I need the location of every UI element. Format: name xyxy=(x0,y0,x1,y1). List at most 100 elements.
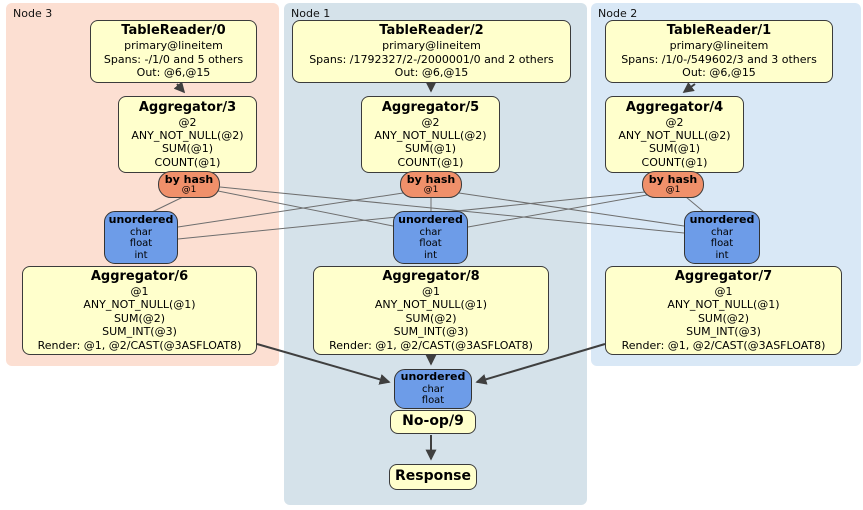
sync-unordered-output: unordered char float xyxy=(394,369,472,409)
sync-label: unordered xyxy=(398,212,463,226)
sync-type: char xyxy=(421,383,445,395)
processor-line: primary@lineitem xyxy=(124,39,223,53)
region-node1-label: Node 1 xyxy=(291,7,331,20)
processor-line: primary@lineitem xyxy=(382,39,481,53)
sync-type: int xyxy=(423,249,438,261)
processor-line: ANY_NOT_NULL(@2) xyxy=(374,129,487,143)
processor-line: ANY_NOT_NULL(@1) xyxy=(83,298,196,312)
region-node3-label: Node 3 xyxy=(13,7,53,20)
sync-unordered-node3: unordered char float int xyxy=(104,211,178,264)
processor-line: @1 xyxy=(422,284,440,298)
processor-line: Out: @6,@15 xyxy=(682,66,756,80)
processor-title: Aggregator/4 xyxy=(625,99,724,115)
processor-aggregator-5: Aggregator/5 @2 ANY_NOT_NULL(@2) SUM(@1)… xyxy=(361,96,500,173)
sync-type: char xyxy=(710,226,734,238)
edge-hash2-sync1 xyxy=(467,194,648,228)
router-detail: @1 xyxy=(423,184,439,195)
processor-line: COUNT(@1) xyxy=(397,155,464,169)
processor-aggregator-4: Aggregator/4 @2 ANY_NOT_NULL(@2) SUM(@1)… xyxy=(605,96,744,173)
processor-tablereader-1: TableReader/1 primary@lineitem Spans: /1… xyxy=(605,20,833,83)
edge-hash1-sync2 xyxy=(458,192,685,227)
processor-title: TableReader/2 xyxy=(379,23,484,39)
router-by-hash-node2: by hash @1 xyxy=(642,171,704,198)
processor-aggregator-6: Aggregator/6 @1 ANY_NOT_NULL(@1) SUM(@2)… xyxy=(22,266,257,355)
processor-title: TableReader/0 xyxy=(121,23,226,39)
router-label: by hash xyxy=(648,173,698,186)
processor-line: SUM_INT(@3) xyxy=(102,325,177,339)
processor-line: SUM(@1) xyxy=(404,142,457,156)
edge-hash3-sync2 xyxy=(219,186,685,234)
sync-label: unordered xyxy=(689,212,755,226)
sync-type: float xyxy=(129,238,153,250)
sync-type: float xyxy=(710,238,734,250)
processor-title: Aggregator/8 xyxy=(382,269,480,285)
sync-label: unordered xyxy=(400,370,466,384)
processor-aggregator-3: Aggregator/3 @2 ANY_NOT_NULL(@2) SUM(@1)… xyxy=(118,96,257,173)
processor-line: SUM_INT(@3) xyxy=(393,325,469,339)
edge-aggregator6-outputsync xyxy=(256,343,391,385)
edge-hash3-sync3 xyxy=(151,196,184,213)
region-node2-label: Node 2 xyxy=(598,7,638,20)
router-by-hash-node1: by hash @1 xyxy=(400,171,462,198)
processor-line: SUM(@2) xyxy=(697,311,750,325)
processor-line: @2 xyxy=(665,115,684,129)
processor-title: No-op/9 xyxy=(402,413,464,430)
processor-title: Aggregator/3 xyxy=(138,99,237,115)
edge-hash2-sync2 xyxy=(685,196,705,213)
router-label: by hash xyxy=(406,173,456,186)
router-by-hash-node3: by hash @1 xyxy=(158,171,220,198)
sync-type: char xyxy=(419,226,442,238)
edge-hash1-sync3 xyxy=(177,192,404,228)
processor-title: Aggregator/7 xyxy=(674,269,773,285)
sync-type: float xyxy=(419,238,442,250)
processor-line: SUM(@1) xyxy=(161,142,214,156)
processor-line: primary@lineitem xyxy=(669,39,769,53)
processor-line: ANY_NOT_NULL(@2) xyxy=(618,129,731,143)
processor-line: COUNT(@1) xyxy=(641,155,708,169)
processor-aggregator-8: Aggregator/8 @1 ANY_NOT_NULL(@1) SUM(@2)… xyxy=(313,266,549,355)
sync-unordered-node2: unordered char float int xyxy=(684,211,760,264)
processor-line: Render: @1, @2/CAST(@3ASFLOAT8) xyxy=(329,338,533,352)
processor-title: Aggregator/6 xyxy=(90,269,189,285)
edge-tablereader1-aggregator4 xyxy=(682,82,696,93)
processor-line: SUM(@2) xyxy=(405,311,457,325)
edge-hash3-sync1 xyxy=(217,190,394,227)
processor-line: @2 xyxy=(421,115,440,129)
processor-line: Render: @1, @2/CAST(@3ASFLOAT8) xyxy=(621,338,826,352)
processor-line: @1 xyxy=(130,284,149,298)
sync-type: int xyxy=(715,249,729,261)
processor-line: Render: @1, @2/CAST(@3ASFLOAT8) xyxy=(37,338,242,352)
processor-tablereader-2: TableReader/2 primary@lineitem Spans: /1… xyxy=(292,20,571,83)
processor-aggregator-7: Aggregator/7 @1 ANY_NOT_NULL(@1) SUM(@2)… xyxy=(605,266,842,355)
processor-line: Spans: -/1/0 and 5 others xyxy=(103,52,244,66)
router-label: by hash xyxy=(164,173,214,186)
processor-tablereader-0: TableReader/0 primary@lineitem Spans: -/… xyxy=(90,20,257,83)
edge-aggregator7-outputsync xyxy=(475,343,606,385)
processor-line: SUM(@2) xyxy=(113,311,166,325)
processor-line: ANY_NOT_NULL(@1) xyxy=(374,298,488,312)
processor-line: @1 xyxy=(714,284,733,298)
processor-line: SUM(@1) xyxy=(648,142,701,156)
sync-label: unordered xyxy=(108,212,174,226)
sync-unordered-node1: unordered char float int xyxy=(393,211,468,264)
edge-tablereader0-aggregator3 xyxy=(173,81,186,94)
processor-noop-9: No-op/9 xyxy=(390,410,476,434)
sync-type: char xyxy=(129,226,153,238)
processor-title: TableReader/1 xyxy=(666,23,772,39)
processor-line: Spans: /1/0-/549602/3 and 3 others xyxy=(621,52,817,66)
processor-line: Out: @6,@15 xyxy=(394,66,469,80)
router-detail: @1 xyxy=(665,184,681,195)
processor-line: COUNT(@1) xyxy=(154,155,221,169)
processor-line: ANY_NOT_NULL(@1) xyxy=(667,298,780,312)
router-detail: @1 xyxy=(181,184,197,195)
processor-line: Spans: /1792327/2-/2000001/0 and 2 other… xyxy=(309,52,554,66)
processor-line: ANY_NOT_NULL(@2) xyxy=(131,129,244,143)
processor-line: Out: @6,@15 xyxy=(136,66,211,80)
sync-type: float xyxy=(421,395,445,407)
sync-type: int xyxy=(134,249,148,261)
processor-title: Response xyxy=(394,468,472,485)
processor-response: Response xyxy=(389,464,477,490)
processor-line: @2 xyxy=(178,115,197,129)
